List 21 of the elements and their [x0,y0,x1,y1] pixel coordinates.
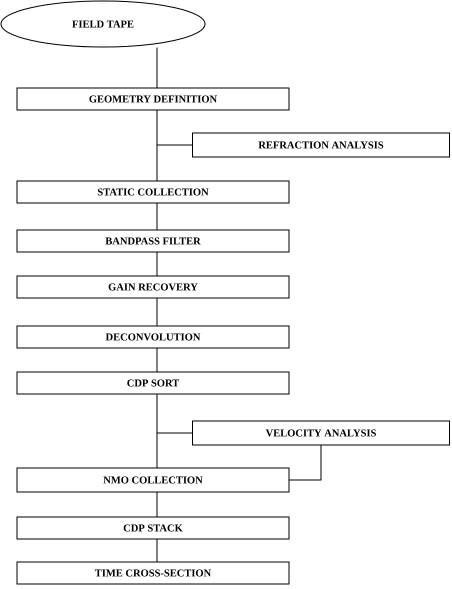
connector-line [156,252,158,276]
process-box: DECONVOLUTION [16,326,290,348]
connector-line [156,298,158,326]
process-box: GAIN RECOVERY [16,276,290,298]
connector-line [156,348,158,372]
process-box: BANDPASS FILTER [16,230,290,252]
connector-line [289,445,322,480]
process-box: NMO COLLECTION [16,468,290,492]
process-box: CDP SORT [16,372,290,394]
connector-line [156,394,158,468]
process-box: STATIC COLLECTION [16,180,290,204]
connector-line [156,203,158,230]
connector-line [156,110,158,181]
process-box: CDP STACK [16,516,290,540]
connector-line [156,539,158,562]
process-box: VELOCITY ANALYSIS [192,420,450,446]
process-box: REFRACTION ANALYSIS [192,132,450,158]
connector-line [156,47,158,88]
process-box: GEOMETRY DEFINITION [16,88,290,110]
connector-line [156,492,158,517]
process-box: TIME CROSS-SECTION [16,562,290,584]
